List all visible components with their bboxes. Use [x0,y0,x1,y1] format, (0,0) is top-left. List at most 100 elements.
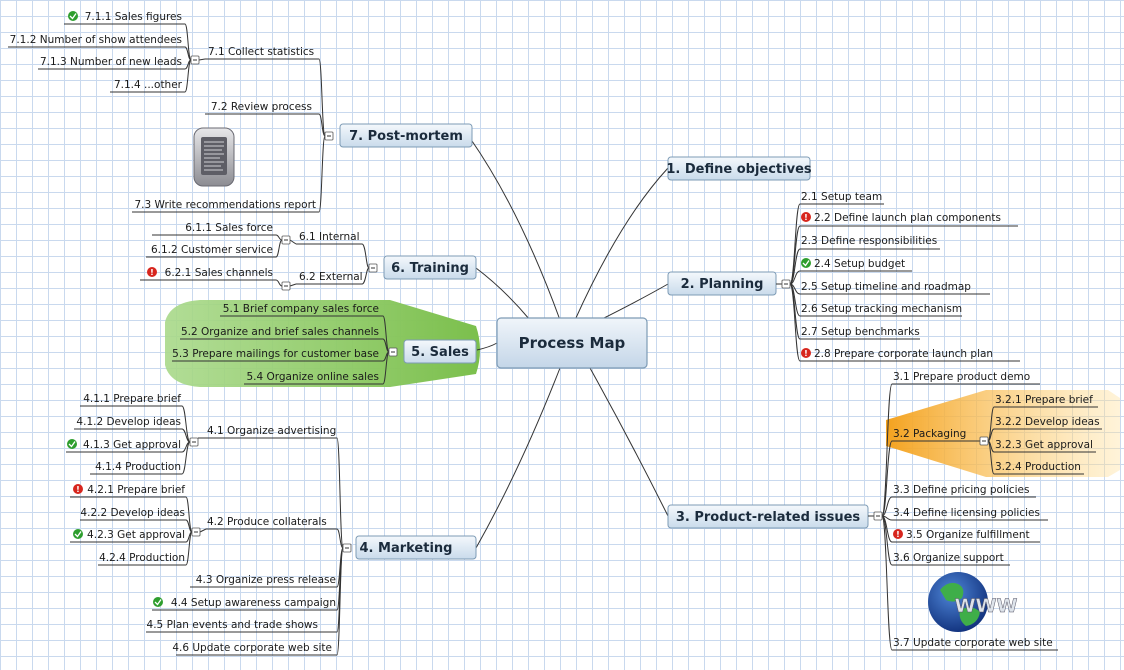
internal-collapse-toggle[interactable] [281,235,291,245]
planning-item[interactable]: 2.3 Define responsibilities [801,235,937,247]
red-priority-icon: ! [73,484,83,494]
central-topic-label: Process Map [519,334,626,352]
marketing-item[interactable]: 4.5 Plan events and trade shows [147,619,318,631]
post-mortem-item[interactable]: 7.2 Review process [211,101,312,113]
planning-item[interactable]: 2.6 Setup tracking mechanism [801,303,962,315]
post-mortem-item[interactable]: 7.3 Write recommendations report [135,199,317,211]
collaterals-subitem[interactable]: 4.2.3 Get approval [87,529,185,541]
post-mortem-collapse-toggle[interactable] [324,131,334,141]
marketing-item[interactable]: 4.1 Organize advertising [207,425,336,437]
svg-text:WWW: WWW [955,595,1018,617]
topic-label: 1. Define objectives [666,162,812,177]
packaging-subitem[interactable]: 3.2.3 Get approval [995,439,1093,451]
svg-text:!: ! [896,530,900,539]
marketing-item[interactable]: 4.6 Update corporate web site [172,642,332,654]
topic-label: 2. Planning [681,277,764,292]
central-connectors [469,137,669,549]
planning-item[interactable]: 2.7 Setup benchmarks [801,326,920,338]
topic-planning[interactable]: 2. Planning [667,271,777,296]
green-check-icon [73,529,83,539]
topic-training[interactable]: 6. Training [383,255,477,280]
product-item[interactable]: 3.1 Prepare product demo [893,371,1030,383]
training-item[interactable]: 6.2 External [299,271,363,283]
product-item[interactable]: 3.7 Update corporate web site [893,637,1053,649]
svg-text:!: ! [150,268,154,277]
external-subitem[interactable]: 6.2.1 Sales channels [165,267,273,279]
product-item[interactable]: 3.4 Define licensing policies [893,507,1040,519]
statistics-subitem[interactable]: 7.1.3 Number of new leads [40,56,182,68]
packaging-collapse-toggle[interactable] [979,436,989,446]
marketing-collapse-toggle[interactable] [342,543,352,553]
advertising-subitem[interactable]: 4.1.1 Prepare brief [83,393,181,405]
planning-item[interactable]: 2.5 Setup timeline and roadmap [801,281,971,293]
sales-item[interactable]: 5.3 Prepare mailings for customer base [172,348,379,360]
sales-item[interactable]: 5.1 Brief company sales force [223,303,379,315]
sales-item[interactable]: 5.4 Organize online sales [246,371,379,383]
post-mortem-item[interactable]: 7.1 Collect statistics [208,46,314,58]
topic-label: 5. Sales [411,345,469,360]
internal-subitem[interactable]: 6.1.1 Sales force [185,222,273,234]
topic-define-objectives[interactable]: 1. Define objectives [666,156,812,181]
packaging-subitem[interactable]: 3.2.1 Prepare brief [995,394,1093,406]
svg-text:!: ! [76,485,80,494]
topic-label: 3. Product-related issues [676,510,861,525]
planning-collapse-toggle[interactable] [781,279,791,289]
planning-item[interactable]: 2.1 Setup team [801,191,882,203]
product-branch-lines [868,383,1102,651]
planning-item[interactable]: 2.8 Prepare corporate launch plan [814,348,993,360]
statistics-subitem[interactable]: 7.1.2 Number of show attendees [10,34,182,46]
product-item-packaging[interactable]: 3.2 Packaging [893,428,966,440]
svg-text:!: ! [804,349,808,358]
sales-branch-lines [172,315,390,385]
green-check-icon [68,11,78,21]
packaging-subitem[interactable]: 3.2.4 Production [995,461,1081,473]
red-priority-icon: ! [893,529,903,539]
svg-text:!: ! [804,213,808,222]
product-item[interactable]: 3.3 Define pricing policies [893,484,1029,496]
red-priority-icon: ! [801,348,811,358]
collaterals-collapse-toggle[interactable] [191,527,201,537]
planning-item[interactable]: 2.4 Setup budget [814,258,905,270]
document-icon [193,127,235,187]
advertising-collapse-toggle[interactable] [189,437,199,447]
external-collapse-toggle[interactable] [281,281,291,291]
topic-post-mortem[interactable]: 7. Post-mortem [339,123,473,148]
advertising-subitem[interactable]: 4.1.4 Production [95,461,181,473]
green-check-icon [801,258,811,268]
marketing-item[interactable]: 4.2 Produce collaterals [207,516,327,528]
topic-label: 4. Marketing [360,541,453,556]
marketing-branch-lines [66,405,344,656]
packaging-subitem[interactable]: 3.2.2 Develop ideas [995,416,1100,428]
topic-sales[interactable]: 5. Sales [403,339,477,364]
marketing-item[interactable]: 4.3 Organize press release [196,574,336,586]
statistics-collapse-toggle[interactable] [190,55,200,65]
topic-label: 7. Post-mortem [349,129,463,144]
sales-collapse-toggle[interactable] [388,347,398,357]
sales-item[interactable]: 5.2 Organize and brief sales channels [181,326,379,338]
topic-marketing[interactable]: 4. Marketing [355,535,477,560]
planning-item[interactable]: 2.2 Define launch plan components [814,212,1001,224]
statistics-subitem[interactable]: 7.1.4 ...other [114,79,183,91]
product-item[interactable]: 3.6 Organize support [893,552,1004,564]
statistics-subitem[interactable]: 7.1.1 Sales figures [85,11,182,23]
globe-www-icon: WWW [928,572,1018,632]
product-collapse-toggle[interactable] [873,511,883,521]
collaterals-subitem[interactable]: 4.2.1 Prepare brief [87,484,185,496]
advertising-subitem[interactable]: 4.1.2 Develop ideas [76,416,181,428]
planning-branch-lines [776,203,1020,362]
collaterals-subitem[interactable]: 4.2.2 Develop ideas [80,507,185,519]
topic-product-related-issues[interactable]: 3. Product-related issues [667,504,869,529]
marketing-item[interactable]: 4.4 Setup awareness campaign [171,597,336,609]
collaterals-subitem[interactable]: 4.2.4 Production [99,552,185,564]
red-priority-icon: ! [147,267,157,277]
central-topic[interactable]: Process Map [496,317,648,369]
red-priority-icon: ! [801,212,811,222]
internal-subitem[interactable]: 6.1.2 Customer service [151,244,273,256]
training-collapse-toggle[interactable] [368,263,378,273]
product-item[interactable]: 3.5 Organize fulfillment [906,529,1030,541]
training-item[interactable]: 6.1 Internal [299,231,360,243]
advertising-subitem[interactable]: 4.1.3 Get approval [83,439,181,451]
green-check-icon [153,597,163,607]
post-mortem-branch-lines [8,23,326,213]
